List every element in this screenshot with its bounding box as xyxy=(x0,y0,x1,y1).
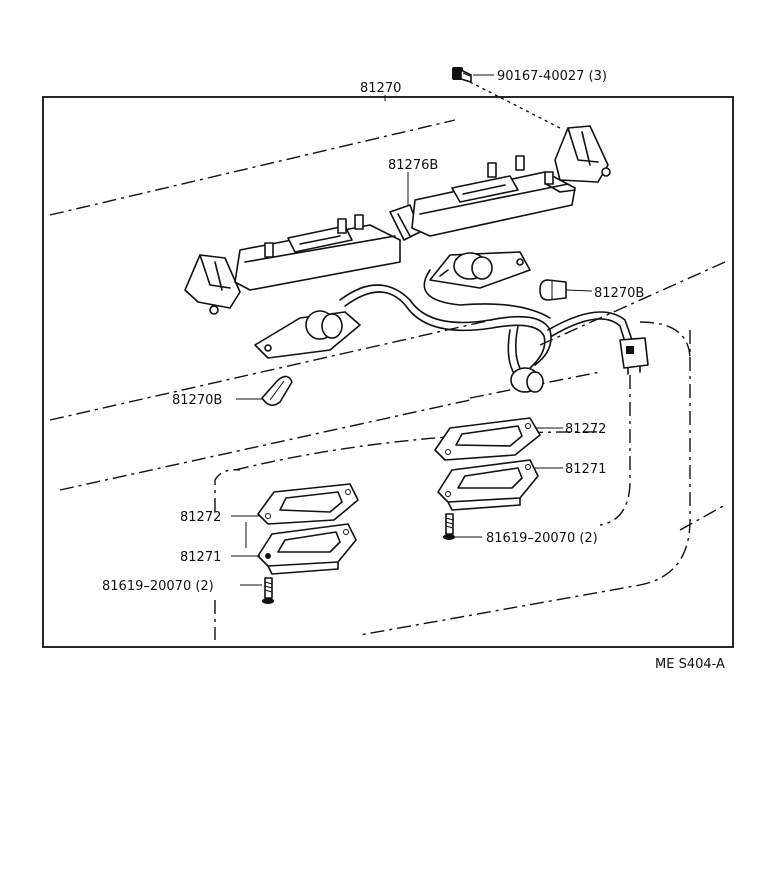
label-lamp-socket: 81276B xyxy=(388,158,438,173)
screw-right xyxy=(443,513,482,540)
body-outline-lines xyxy=(49,119,726,640)
bolt-guide-line xyxy=(469,81,561,129)
wiring-harness xyxy=(339,269,649,376)
label-bulb-left: 81270B xyxy=(172,393,222,408)
label-lens-gasket-right: 81272 xyxy=(565,422,606,437)
label-lens-right: 81271 xyxy=(565,462,606,477)
harness-socket xyxy=(510,367,544,393)
bolt-90167 xyxy=(452,67,472,83)
lens-right xyxy=(437,459,539,511)
bulb-right xyxy=(539,279,593,301)
lens-gasket-right xyxy=(434,417,541,461)
label-lens-left: 81271 xyxy=(180,550,221,565)
bulb-left xyxy=(236,375,293,406)
lamp-housing xyxy=(184,125,611,315)
screw-left xyxy=(240,577,274,604)
leader-lines xyxy=(231,74,563,557)
diagram-ref-code: ME S404-A xyxy=(655,657,725,672)
diagram-frame xyxy=(42,96,734,648)
label-lamp-assy: 81270 xyxy=(360,81,401,96)
label-screw-left: 81619–20070 (2) xyxy=(102,579,214,594)
label-bulb-right: 81270B xyxy=(594,286,644,301)
lens-left xyxy=(257,523,357,575)
label-screw-right: 81619–20070 (2) xyxy=(486,531,598,546)
label-lens-gasket-left: 81272 xyxy=(180,510,221,525)
label-bolt: 90167-40027 (3) xyxy=(497,69,607,84)
lamp-socket-lower xyxy=(254,310,361,359)
lamp-socket-upper xyxy=(429,251,531,289)
lens-gasket-left xyxy=(257,483,359,525)
